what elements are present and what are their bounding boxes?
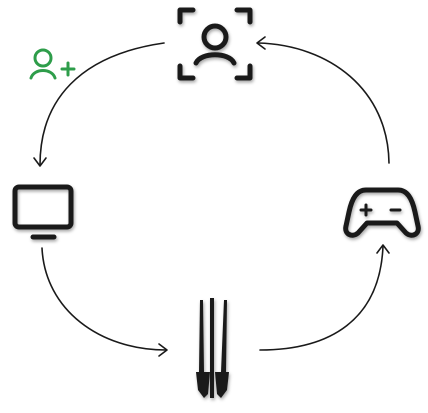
edge-user-to-monitor — [33, 42, 165, 167]
user-add-icon — [29, 48, 76, 80]
edge-gamepad-to-user — [256, 36, 390, 164]
monitor-icon — [12, 184, 74, 240]
gamepad-icon — [343, 187, 421, 238]
edge-monitor-to-skis — [41, 247, 168, 357]
user-focus-icon — [177, 7, 253, 81]
edge-skis-to-gamepad — [259, 244, 390, 351]
skis-icon — [196, 298, 229, 398]
